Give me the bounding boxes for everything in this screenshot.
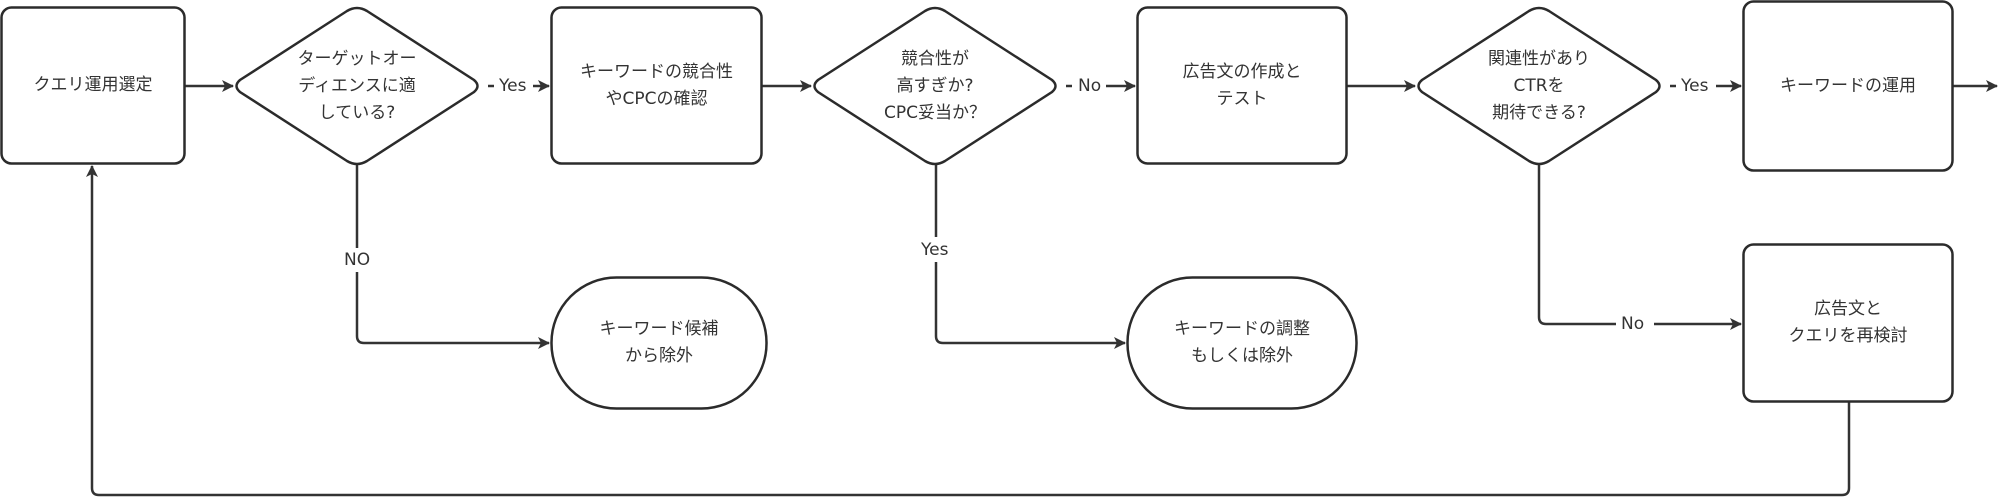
node-label-d1: ターゲットオー ディエンスに適 している? — [297, 48, 417, 123]
edge-label-d1-n2: Yes — [497, 76, 529, 96]
node-label-n4: キーワードの運用 — [1780, 75, 1916, 96]
edge-label-d2-t2: Yes — [919, 240, 951, 260]
node-d3[interactable] — [1417, 6, 1661, 166]
node-t2[interactable] — [1126, 276, 1358, 410]
node-label-t2: キーワードの調整 もしくは除外 — [1174, 319, 1310, 366]
node-n4[interactable] — [1742, 0, 1954, 172]
node-n1[interactable] — [0, 6, 186, 165]
node-label-d3: 関連性があり CTRを 期待できる? — [1488, 48, 1590, 123]
edge-n5-n1-loop — [86, 165, 1851, 497]
node-n5[interactable] — [1742, 243, 1954, 403]
node-label-n5: 広告文と クエリを再検討 — [1788, 299, 1908, 346]
node-label-d2: 競合性が 高すぎか? CPC妥当か？ — [884, 48, 986, 123]
node-n2[interactable] — [550, 6, 763, 165]
edge-label-d1-t1: NO — [342, 250, 373, 270]
edge-label-d3-n4: Yes — [1679, 76, 1711, 96]
node-n3[interactable] — [1136, 6, 1348, 165]
node-label-t1: キーワード候補 から除外 — [599, 319, 719, 366]
node-label-n3: 広告文の作成と テスト — [1182, 61, 1302, 109]
node-label-n1: クエリ運用選定 — [33, 75, 153, 95]
node-label-n2: キーワードの競合性 やCPCの確認 — [580, 61, 733, 109]
edge-d3-n5-part1 — [1537, 164, 1616, 326]
node-d1[interactable] — [235, 6, 479, 166]
edge-label-d2-n3: No — [1076, 76, 1104, 96]
edge-d1-t1-part2 — [355, 272, 550, 349]
node-t1[interactable] — [550, 276, 768, 410]
edge-label-d3-n5: No — [1619, 314, 1647, 334]
node-d2[interactable] — [813, 6, 1057, 166]
edge-d2-t2-part2 — [934, 262, 1126, 349]
